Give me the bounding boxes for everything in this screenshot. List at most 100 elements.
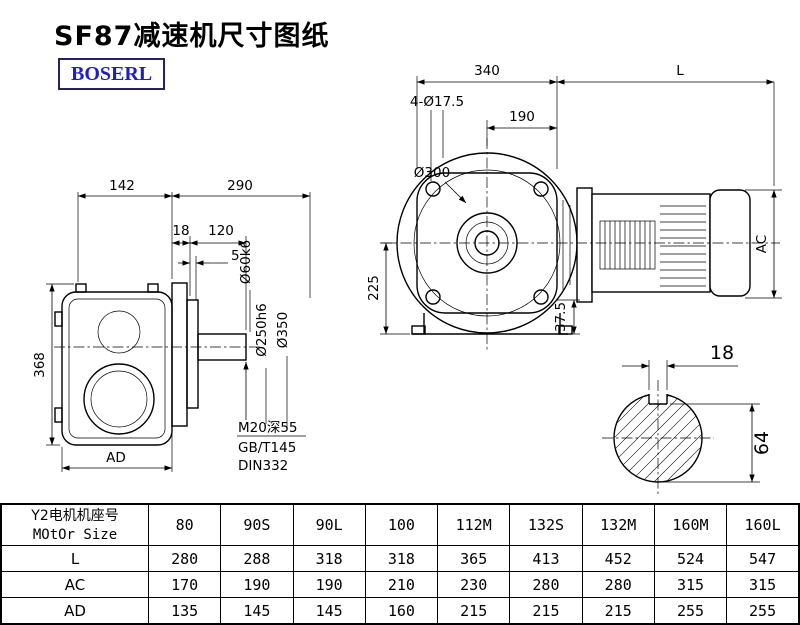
- table-cell: 365: [437, 545, 511, 572]
- table-header-cell: 80: [147, 503, 222, 546]
- table-cell: 255: [726, 597, 800, 625]
- tap-hole-notes: M20深55 GB/T145 DIN332: [237, 361, 306, 474]
- technical-drawing: 142 290 18 120 5 368 A: [32, 63, 782, 496]
- table-cell: 280: [147, 545, 222, 572]
- dimension-225: 225: [366, 242, 410, 335]
- gearbox-body: [54, 283, 173, 446]
- table-cell: 135: [147, 597, 222, 625]
- page-title: SF87减速机尺寸图纸: [54, 21, 330, 52]
- dimension-142-290: 142 290: [77, 178, 311, 298]
- table-cell: 280: [509, 571, 583, 598]
- table-header-cell: 160M: [653, 503, 728, 546]
- dim-label-5: 5: [231, 248, 240, 264]
- dimension-bolt-holes: 4-Ø17.5: [410, 94, 464, 181]
- dim-label-300: Ø300: [414, 165, 450, 181]
- dimension-key-height: 64: [662, 403, 773, 483]
- bolt-hole: [533, 181, 549, 197]
- table-cell: 524: [653, 545, 728, 572]
- dimension-368: 368: [32, 283, 74, 446]
- table-header-cell: 112M: [437, 503, 511, 546]
- table-cell: 145: [220, 597, 294, 625]
- table-cell: 318: [364, 545, 439, 572]
- fan-cover: [709, 189, 751, 297]
- output-flange-and-shaft: [54, 282, 260, 427]
- table-cell: 190: [292, 571, 366, 598]
- dim-label-L: L: [676, 63, 684, 79]
- bolt-hole: [533, 289, 549, 305]
- dim-label-190: 190: [509, 109, 535, 125]
- note-din-standard: DIN332: [238, 458, 288, 474]
- motor-size-label-cn: Y2电机机座号: [31, 507, 119, 524]
- left-side-view: 142 290 18 120 5 368 A: [32, 178, 311, 474]
- table-cell: 230: [437, 571, 511, 598]
- dim-label-368: 368: [32, 352, 48, 378]
- table-cell: 413: [509, 545, 583, 572]
- dim-label-key-18: 18: [710, 342, 734, 364]
- dim-label-18: 18: [172, 223, 189, 239]
- dim-label-290: 290: [227, 178, 253, 194]
- table-cell: 215: [437, 597, 511, 625]
- dim-label-AD: AD: [106, 450, 126, 466]
- table-row-AD: AD 135 145 145 160 215 215 215 255 255: [0, 597, 800, 625]
- bolt-hole: [425, 289, 441, 305]
- dimension-AC: AC: [745, 189, 782, 299]
- row-label: L: [0, 545, 149, 572]
- dimension-key-width: 18: [622, 342, 738, 390]
- table-cell: 215: [509, 597, 583, 625]
- dim-label-flange-dia: Ø350: [275, 312, 291, 348]
- front-view: 340 L 4-Ø17.5 190 Ø300 225: [366, 63, 782, 350]
- motor: [562, 187, 751, 303]
- dimension-190: 190: [486, 109, 558, 146]
- table-cell: 160: [364, 597, 439, 625]
- motor-size-table: Y2电机机座号 MOtOr Size 80 90S 90L 100 112M 1…: [0, 503, 800, 625]
- front-view-centerlines: [381, 138, 780, 350]
- table-cell: 210: [364, 571, 439, 598]
- table-header-cell: 90S: [220, 503, 294, 546]
- shaft-section-view: 18 64: [602, 342, 773, 496]
- table-header-cell: 132M: [581, 503, 655, 546]
- dim-label-bolt-holes: 4-Ø17.5: [410, 94, 464, 110]
- dimension-flange-dia: Ø300: [414, 165, 467, 204]
- dimension-5: 5: [178, 248, 240, 300]
- dim-label-142: 142: [109, 178, 135, 194]
- table-header-cell: 160L: [726, 503, 800, 546]
- table-header-cell: 90L: [292, 503, 366, 546]
- table-header-row: Y2电机机座号 MOtOr Size 80 90S 90L 100 112M 1…: [0, 503, 800, 546]
- table-cell: 318: [292, 545, 366, 572]
- dim-label-120: 120: [208, 223, 234, 239]
- table-cell: 255: [653, 597, 728, 625]
- dim-label-AC: AC: [754, 235, 770, 253]
- table-header-cell: 132S: [509, 503, 583, 546]
- dim-label-shaft-dia: Ø60k6: [238, 240, 254, 284]
- dim-label-spigot-dia: Ø250h6: [254, 303, 270, 357]
- table-cell: 215: [581, 597, 655, 625]
- note-tap: M20深55: [238, 420, 298, 436]
- dim-label-37-5: 37.5: [553, 302, 569, 332]
- table-header-cell: 100: [364, 503, 439, 546]
- dimension-340: 340: [416, 63, 558, 169]
- table-cell: 170: [147, 571, 222, 598]
- dimension-AD: AD: [61, 428, 173, 472]
- diameter-labels: Ø60k6 Ø250h6 Ø350: [238, 240, 291, 430]
- table-cell: 145: [292, 597, 366, 625]
- motor-size-header-cell: Y2电机机座号 MOtOr Size: [0, 503, 149, 546]
- table-cell: 547: [726, 545, 800, 572]
- note-gb-standard: GB/T145: [238, 440, 296, 456]
- dim-label-225: 225: [366, 275, 382, 301]
- table-cell: 452: [581, 545, 655, 572]
- section-hatching: [614, 394, 702, 482]
- row-label: AC: [0, 571, 149, 598]
- motor-size-label-en: MOtOr Size: [32, 526, 118, 543]
- bolt-hole: [425, 181, 441, 197]
- base-feet: [411, 313, 573, 335]
- table-row-AC: AC 170 190 190 210 230 280 280 315 315: [0, 571, 800, 598]
- boserl-logo: BOSERL: [58, 58, 166, 90]
- table-cell: 315: [653, 571, 728, 598]
- table-row-L: L 280 288 318 318 365 413 452 524 547: [0, 545, 800, 572]
- dimension-37-5: 37.5: [553, 299, 580, 335]
- motor-fins-horizontal: [660, 205, 706, 287]
- dimension-L: L: [556, 63, 775, 186]
- table-cell: 190: [220, 571, 294, 598]
- dim-label-340: 340: [474, 63, 500, 79]
- dimension-18-120: 18 120: [171, 223, 247, 330]
